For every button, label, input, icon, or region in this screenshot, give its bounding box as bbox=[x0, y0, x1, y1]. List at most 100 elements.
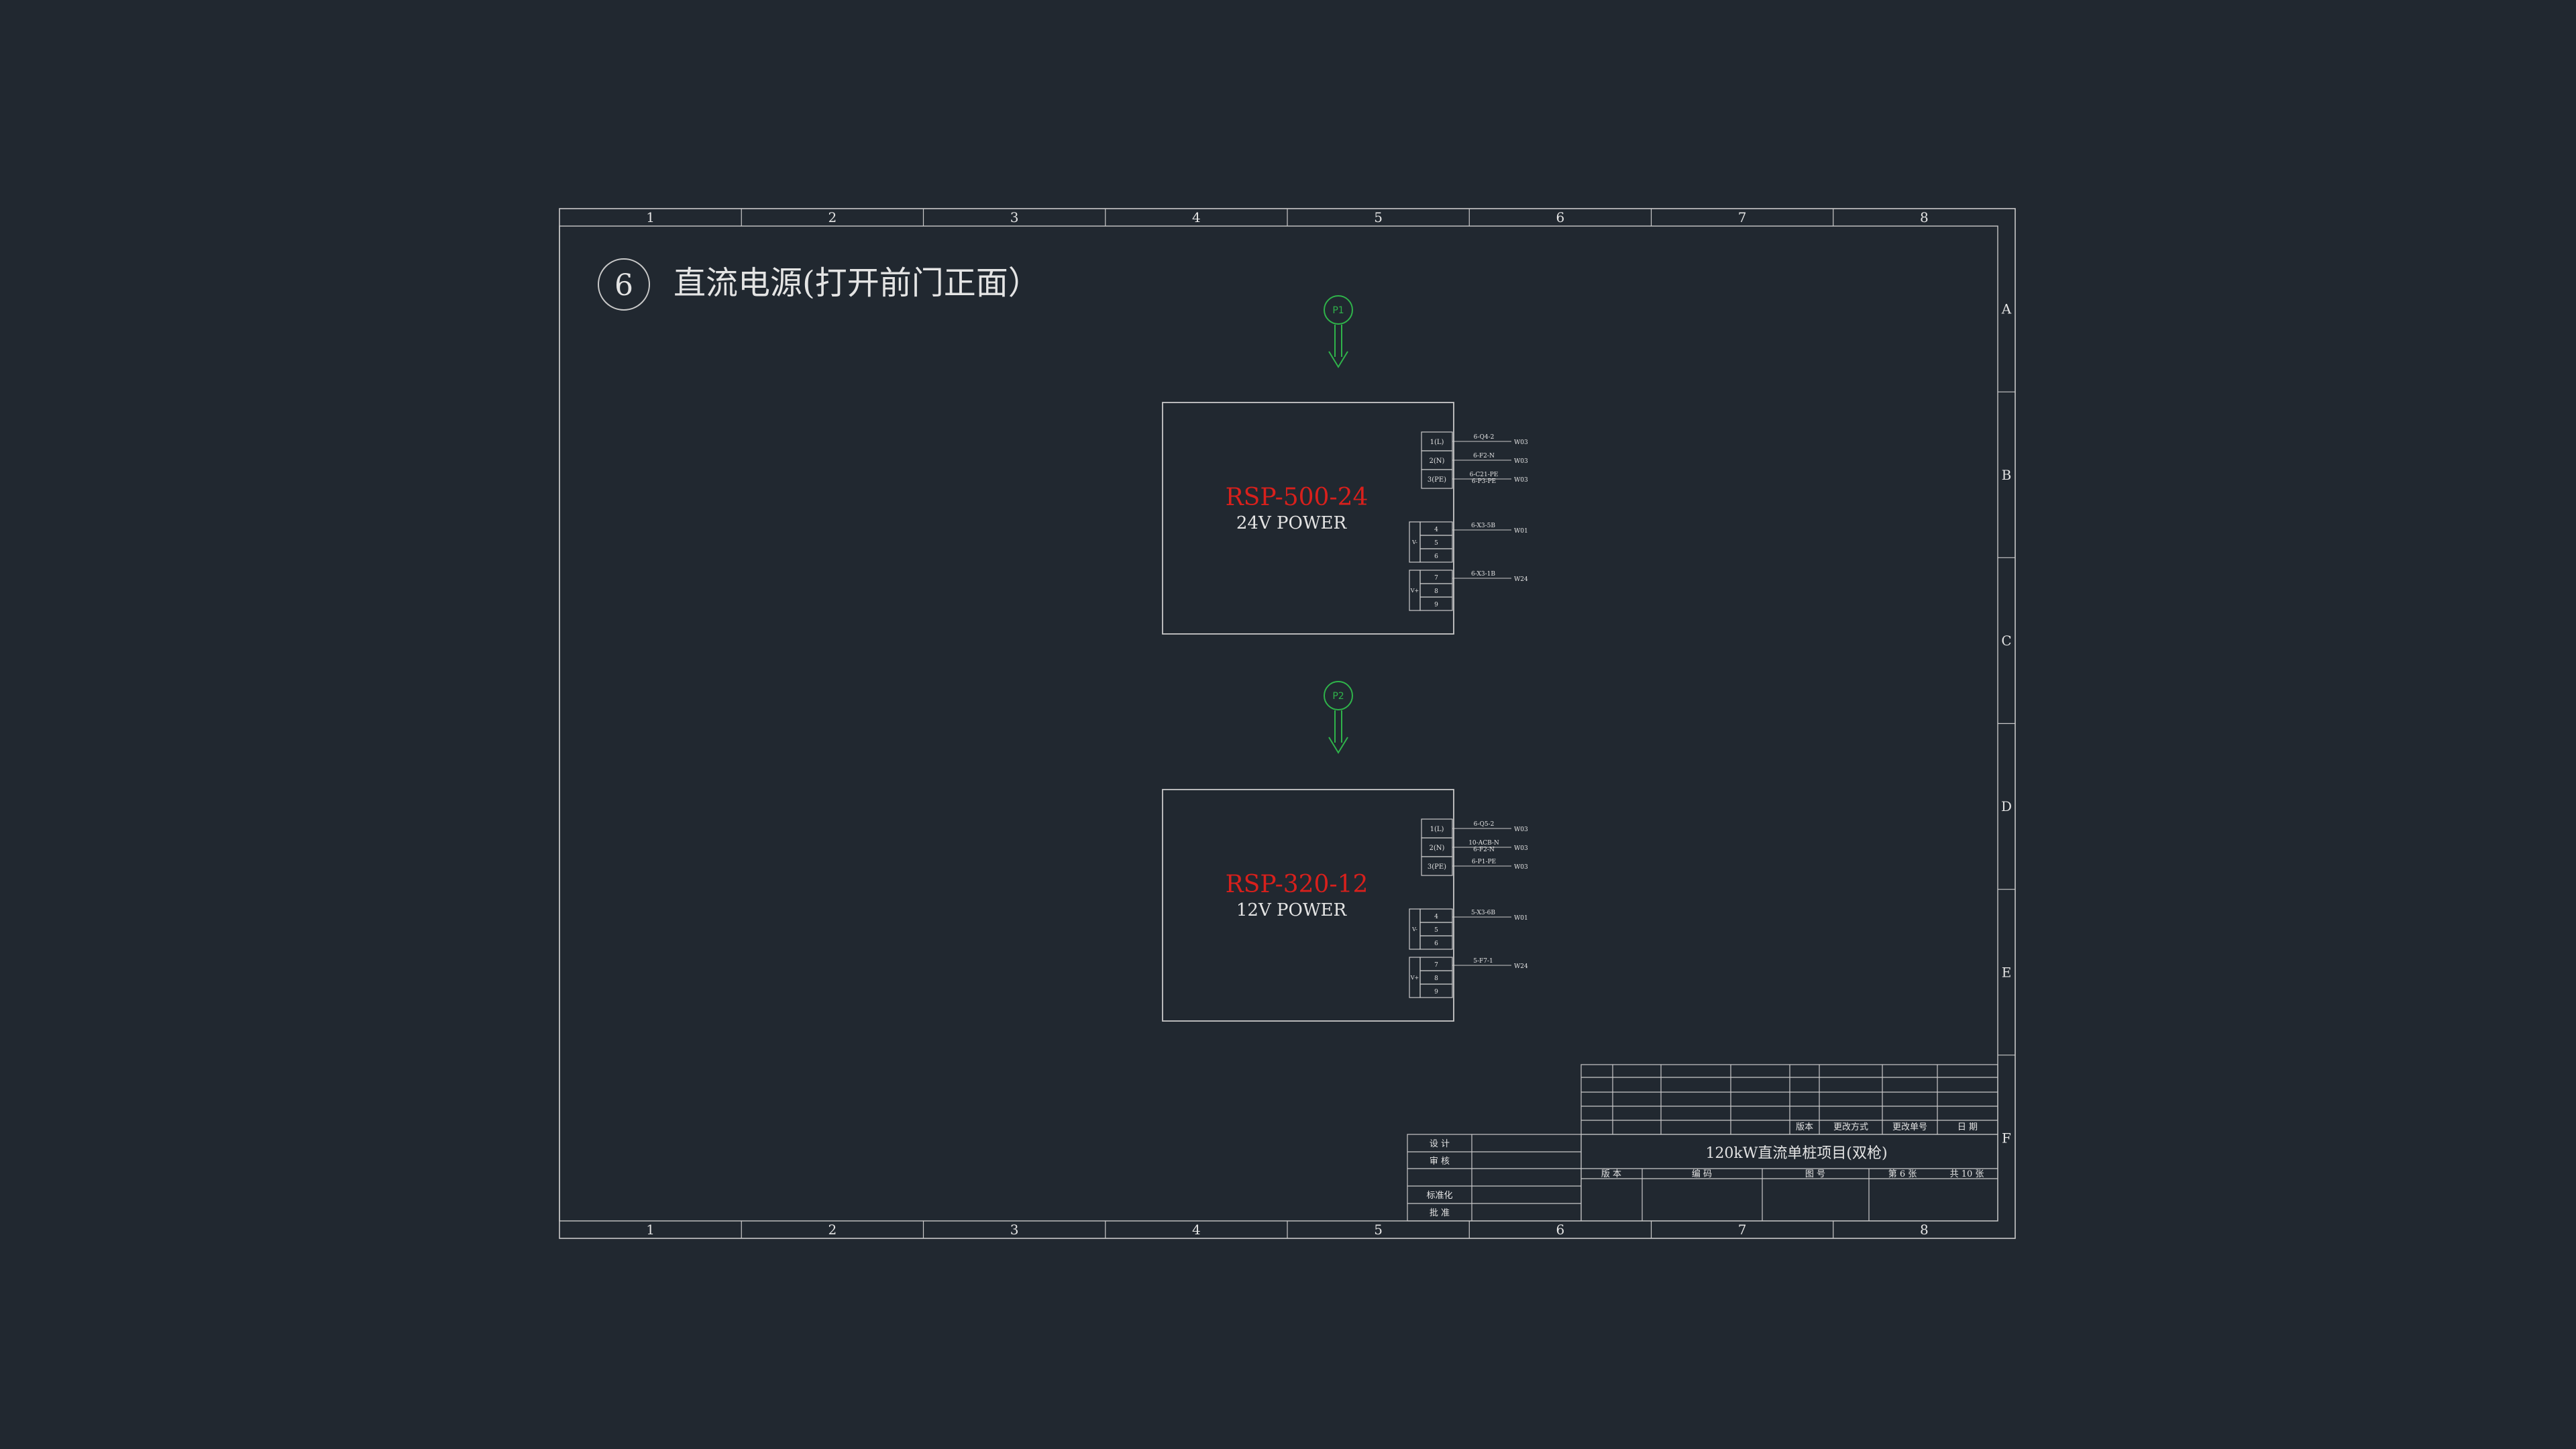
total-info: 共 10 张 bbox=[1950, 1169, 1984, 1179]
column-label: 3 bbox=[1010, 209, 1019, 225]
column-label: 7 bbox=[1738, 1222, 1747, 1238]
output-terminal[interactable] bbox=[1419, 596, 1453, 611]
column-label: 6 bbox=[1556, 209, 1565, 225]
terminal-label: 9 bbox=[1434, 989, 1438, 996]
wire-id: W03 bbox=[1514, 826, 1528, 833]
polarity-label: V+ bbox=[1410, 975, 1419, 981]
title-block: 版本 更改方式 更改单号 日 期 120kW直流单桩项目(双枪) 设 计 审 核… bbox=[1407, 1064, 1998, 1222]
rev-header-version: 版本 bbox=[1796, 1122, 1813, 1132]
wire-code: 6-P1-PE bbox=[1472, 859, 1496, 865]
marker-label: P1 bbox=[1332, 305, 1344, 316]
wire-code: 6-X3-5B bbox=[1471, 523, 1495, 529]
rev-header-number: 更改单号 bbox=[1892, 1122, 1927, 1132]
sheet-number: 6 bbox=[614, 268, 633, 303]
terminal-label: 2(N) bbox=[1430, 458, 1445, 465]
wire-id: W24 bbox=[1514, 963, 1528, 970]
column-label: 5 bbox=[1374, 1222, 1383, 1238]
terminal-label: 4 bbox=[1434, 527, 1438, 533]
label-drawing-no: 图 号 bbox=[1805, 1169, 1825, 1179]
wire-id: W03 bbox=[1514, 845, 1528, 852]
marker-label: P2 bbox=[1332, 691, 1344, 702]
label-version: 版 本 bbox=[1601, 1169, 1621, 1179]
terminal-label: 7 bbox=[1434, 962, 1438, 969]
project-name: 120kW直流单桩项目(双枪) bbox=[1705, 1145, 1887, 1162]
row-label: E bbox=[2002, 964, 2012, 980]
polarity-label: V- bbox=[1411, 539, 1417, 545]
column-label: 6 bbox=[1556, 1222, 1565, 1238]
terminal-label: 7 bbox=[1434, 575, 1438, 582]
sign-approve: 批 准 bbox=[1430, 1208, 1450, 1218]
sign-review: 审 核 bbox=[1430, 1157, 1450, 1167]
column-label: 8 bbox=[1920, 209, 1929, 225]
terminal-label: 3(PE) bbox=[1428, 863, 1446, 871]
output-terminal[interactable] bbox=[1419, 983, 1453, 998]
row-label: F bbox=[2002, 1130, 2011, 1146]
column-label: 7 bbox=[1738, 209, 1747, 225]
wire-id: W24 bbox=[1514, 576, 1528, 583]
column-label: 1 bbox=[646, 209, 655, 225]
rev-header-date: 日 期 bbox=[1957, 1122, 1978, 1132]
arrow-down-icon bbox=[1328, 710, 1348, 754]
label-code: 编 码 bbox=[1692, 1169, 1712, 1179]
column-label: 1 bbox=[646, 1222, 655, 1238]
terminal-label: 6 bbox=[1434, 941, 1438, 947]
marker-p2[interactable]: P2 bbox=[1324, 681, 1353, 754]
wire-id: W03 bbox=[1514, 477, 1528, 484]
wire-code: 10-ACB-N bbox=[1468, 840, 1499, 847]
column-label: 2 bbox=[828, 1222, 837, 1238]
terminal-label: 5 bbox=[1434, 540, 1438, 547]
wire-code: 6-Q5-2 bbox=[1474, 821, 1495, 828]
terminal-label: 2(N) bbox=[1430, 845, 1445, 852]
terminal-label: 3(PE) bbox=[1428, 476, 1446, 484]
column-label: 2 bbox=[828, 209, 837, 225]
column-label: 8 bbox=[1920, 1222, 1929, 1238]
wire-code: 5-X3-6B bbox=[1471, 910, 1495, 916]
column-label: 4 bbox=[1192, 1222, 1201, 1238]
psu-desc: 24V POWER bbox=[1236, 513, 1348, 533]
row-label: D bbox=[2001, 798, 2012, 814]
terminal-label: 1(L) bbox=[1430, 439, 1444, 446]
wire-code: 6-P3-PE bbox=[1472, 478, 1496, 485]
psu-model: RSP-320-12 bbox=[1226, 871, 1368, 898]
terminal-label: 9 bbox=[1434, 602, 1438, 608]
row-label: C bbox=[2001, 633, 2011, 649]
polarity-label: V+ bbox=[1410, 588, 1419, 594]
wire-code: 6-Q4-2 bbox=[1474, 434, 1495, 441]
wire-id: W03 bbox=[1514, 458, 1528, 465]
wire-code: 6-F2-N bbox=[1473, 453, 1495, 460]
drawing-title: 直流电源(打开前门正面） bbox=[674, 264, 1040, 302]
output-terminal[interactable] bbox=[1419, 935, 1453, 950]
rev-header-change: 更改方式 bbox=[1833, 1122, 1868, 1132]
terminal-label: 5 bbox=[1434, 927, 1438, 934]
sheet-info: 第 6 张 bbox=[1888, 1169, 1917, 1179]
sheet-title: 6 直流电源(打开前门正面） bbox=[598, 258, 1040, 311]
wire-id: W03 bbox=[1514, 864, 1528, 871]
psu-model: RSP-500-24 bbox=[1226, 484, 1368, 511]
sign-design: 设 计 bbox=[1430, 1139, 1450, 1149]
terminal-label: 1(L) bbox=[1430, 826, 1444, 833]
output-terminal[interactable] bbox=[1419, 548, 1453, 563]
row-label: B bbox=[2002, 467, 2012, 483]
wire-id: W03 bbox=[1514, 439, 1528, 446]
wire-code: 5-F7-1 bbox=[1473, 958, 1493, 965]
column-label: 5 bbox=[1374, 209, 1383, 225]
terminal-label: 8 bbox=[1434, 975, 1438, 982]
wire-id: W01 bbox=[1514, 528, 1528, 535]
psu-desc: 12V POWER bbox=[1236, 900, 1348, 920]
wire-code: 6-F2-N bbox=[1473, 847, 1495, 853]
wire-id: W01 bbox=[1514, 915, 1528, 922]
wire-code: 6-X3-1B bbox=[1471, 571, 1495, 578]
arrow-down-icon bbox=[1328, 325, 1348, 368]
sign-standard: 标准化 bbox=[1426, 1191, 1452, 1201]
column-label: 4 bbox=[1192, 209, 1201, 225]
polarity-label: V- bbox=[1411, 926, 1417, 932]
wire-code: 6-C21-PE bbox=[1470, 472, 1499, 478]
drawing-frame: 1 2 3 4 5 6 7 8 1 2 3 4 5 6 7 8 A B C D E F bbox=[559, 208, 2016, 1239]
marker-p1[interactable]: P1 bbox=[1324, 295, 1353, 368]
row-label: A bbox=[2001, 301, 2012, 317]
column-label: 3 bbox=[1010, 1222, 1019, 1238]
terminal-label: 6 bbox=[1434, 553, 1438, 560]
